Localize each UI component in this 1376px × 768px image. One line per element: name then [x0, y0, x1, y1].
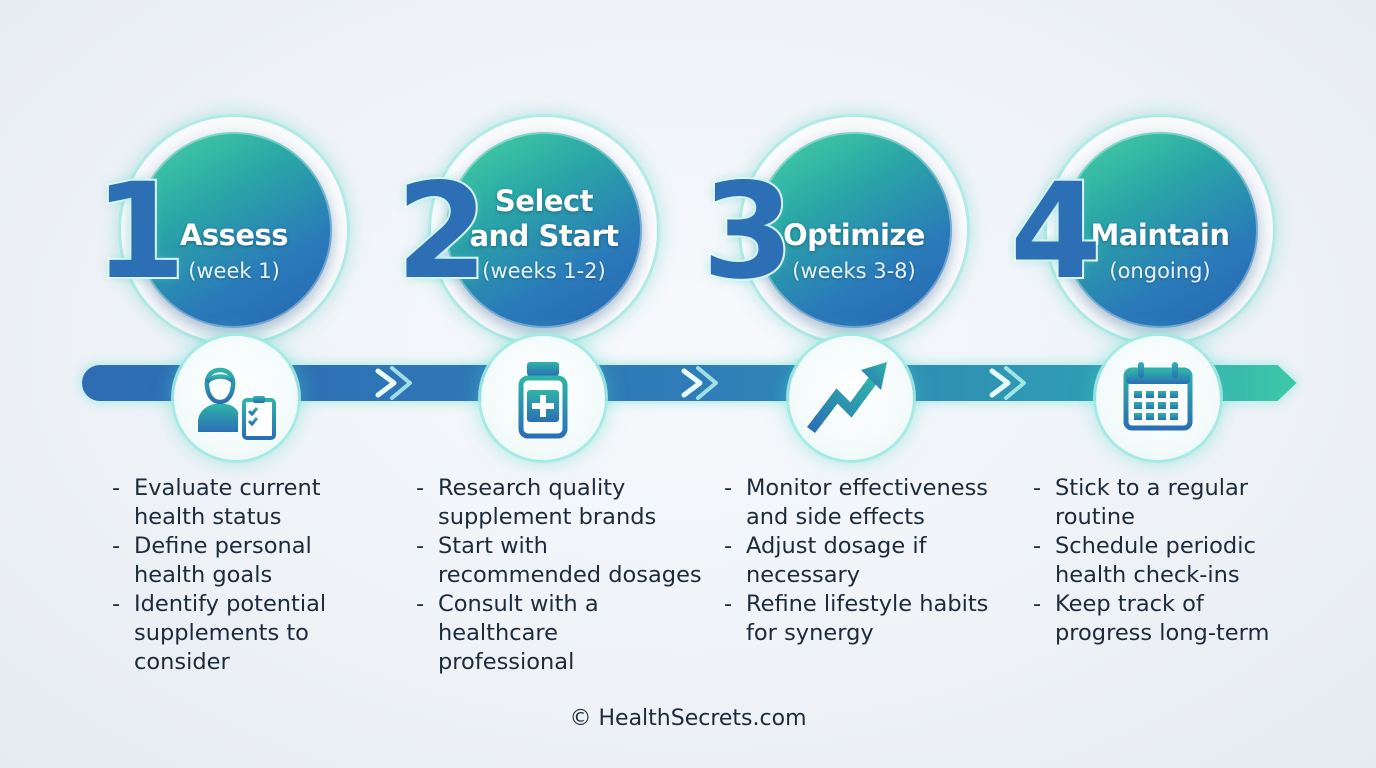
bullet-line: for synergy [746, 620, 874, 646]
step-subtitle: (ongoing) [1109, 259, 1211, 283]
bullet-dash: - [112, 533, 121, 559]
bullet-dash: - [1033, 533, 1042, 559]
step-number-1: 1 [92, 155, 188, 309]
bullet-line: recommended dosages [438, 562, 702, 588]
step-title: Maintain [1090, 218, 1230, 252]
step-2-bullets: - Research quality supplement brands - S… [416, 474, 702, 677]
step-subtitle: (weeks 1-2) [482, 259, 606, 283]
step-number-2: 2 [394, 155, 490, 309]
calendar-icon [1123, 362, 1193, 431]
icon-medallion-1 [174, 336, 298, 460]
list-item: - Define personal health goals [112, 532, 326, 590]
chevron-3 [911, 366, 1026, 400]
person-clipboard-icon [198, 367, 276, 440]
medicine-bottle-icon [518, 362, 568, 439]
bullet-dash: - [416, 533, 425, 559]
bullet-line: health goals [134, 562, 273, 588]
bullet-line: professional [438, 649, 575, 675]
list-item: - Keep track of progress long-term [1033, 590, 1269, 648]
step-circle-3: Optimize (weeks 3-8) [738, 114, 970, 346]
step-number-3: 3 [700, 155, 796, 309]
copyright-footer: © HealthSecrets.com [569, 706, 807, 731]
list-item: - Schedule periodic health check-ins [1033, 532, 1269, 590]
bullet-line: Refine lifestyle habits [746, 591, 989, 617]
bullet-line: Keep track of [1055, 591, 1204, 617]
list-item: - Research quality supplement brands [416, 474, 702, 532]
step-number-4: 4 [1008, 155, 1104, 309]
icon-medallion-4 [1096, 336, 1220, 460]
bullet-dash: - [724, 591, 733, 617]
bullet-line: supplements to [134, 620, 309, 646]
bullet-line: Consult with a [438, 591, 599, 617]
list-item: - Identify potential supplements to cons… [112, 590, 326, 677]
bullet-dash: - [112, 591, 121, 617]
bullet-line: and side effects [746, 504, 925, 530]
bullet-dash: - [1033, 591, 1042, 617]
step-circle-1: Assess (week 1) [118, 114, 350, 346]
chevron-2 [603, 366, 718, 400]
list-item: - Adjust dosage if necessary [724, 532, 988, 590]
step-title: Optimize [783, 218, 925, 252]
bullet-dash: - [724, 475, 733, 501]
bullet-line: Evaluate current [134, 475, 321, 501]
step-title: Assess [179, 218, 289, 252]
list-item: - Evaluate current health status [112, 474, 326, 532]
list-item: - Consult with a healthcare professional [416, 590, 702, 677]
bullet-dash: - [1033, 475, 1042, 501]
step-circle-4: Maintain (ongoing) [1044, 114, 1276, 346]
bullet-line: health status [134, 504, 282, 530]
timeline-chevrons [297, 366, 1026, 400]
bullet-line: Schedule periodic [1055, 533, 1256, 559]
icon-medallion-3 [789, 336, 913, 460]
icon-medallion-2 [481, 336, 605, 460]
step-subtitle: (week 1) [188, 259, 280, 283]
bullet-dash: - [416, 475, 425, 501]
bullet-line: healthcare [438, 620, 558, 646]
bullet-line: Define personal [134, 533, 312, 559]
bullet-dash: - [724, 533, 733, 559]
bullet-line: progress long-term [1055, 620, 1270, 646]
bullet-line: necessary [746, 562, 861, 588]
bullet-line: Research quality [438, 475, 626, 501]
bullet-line: routine [1055, 504, 1135, 530]
bullet-line: consider [134, 649, 230, 675]
step-title-line-1: Select [494, 184, 594, 218]
chevron-1 [297, 366, 412, 400]
bullet-dash: - [416, 591, 425, 617]
step-circle-2: Select and Start (weeks 1-2) [428, 114, 660, 346]
bullet-line: health check-ins [1055, 562, 1240, 588]
list-item: - Monitor effectiveness and side effects [724, 474, 988, 532]
list-item: - Refine lifestyle habits for synergy [724, 590, 988, 648]
bullet-line: Identify potential [134, 591, 327, 617]
bullet-line: Monitor effectiveness [746, 475, 989, 501]
step-1-bullets: - Evaluate current health status - Defin… [112, 474, 326, 677]
step-subtitle: (weeks 3-8) [792, 259, 916, 283]
bullet-line: Start with [438, 533, 548, 559]
bullet-line: supplement brands [438, 504, 657, 530]
bullet-line: Stick to a regular [1055, 475, 1249, 501]
step-4-bullets: - Stick to a regular routine - Schedule … [1033, 474, 1269, 648]
step-title-line-2: and Start [469, 219, 619, 253]
bullet-line: Adjust dosage if [746, 533, 927, 559]
list-item: - Stick to a regular routine [1033, 474, 1269, 532]
bullet-dash: - [112, 475, 121, 501]
list-item: - Start with recommended dosages [416, 532, 702, 590]
step-3-bullets: - Monitor effectiveness and side effects… [724, 474, 988, 648]
trend-up-arrow-icon [807, 362, 887, 434]
